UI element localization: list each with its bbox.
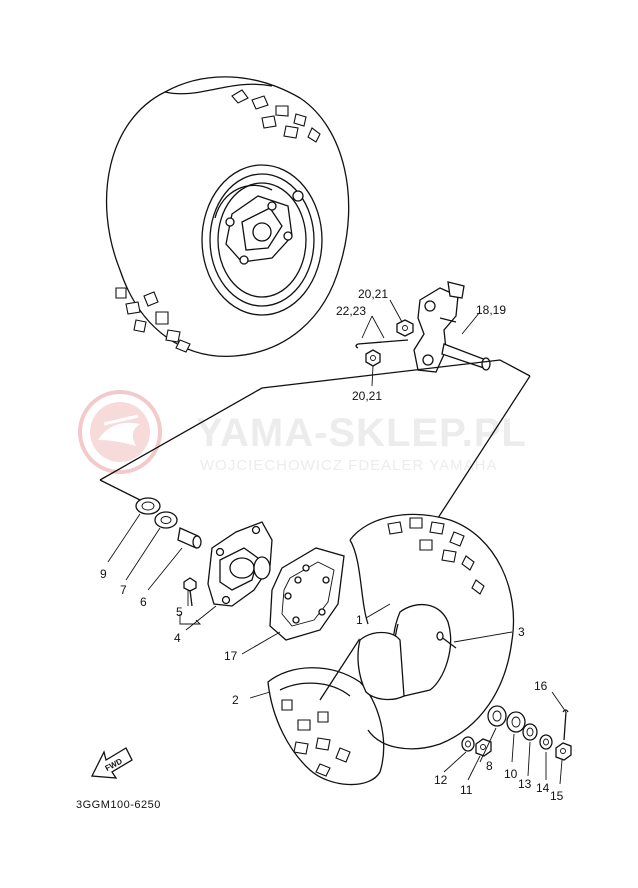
- bearing-8: [487, 705, 507, 727]
- callout-9: 9: [100, 567, 107, 581]
- bolt-5: [183, 577, 197, 607]
- callout-11: 11: [460, 783, 473, 797]
- washer-14: [539, 734, 553, 750]
- upper-tire: [105, 76, 350, 357]
- lower-tire: [267, 513, 515, 786]
- callout-12: 12: [434, 773, 448, 787]
- washer-12: [461, 736, 475, 752]
- diagram-code: 3GGM100-6250: [76, 799, 161, 811]
- callout-5: 5: [176, 605, 183, 619]
- nut-lower: [365, 349, 381, 367]
- callout-8: 8: [486, 759, 493, 773]
- callout-20-21-bottom: 20,21: [352, 389, 382, 403]
- seal-13: [522, 723, 538, 741]
- callout-17: 17: [224, 649, 238, 663]
- spacer-6: [177, 527, 202, 549]
- watermark-subtitle: WOJCIECHOWICZ FDEALER YAMAHA: [200, 457, 497, 474]
- brake-disc: [269, 547, 345, 641]
- callout-22-23: 22,23: [336, 304, 366, 318]
- steering-knuckle: [413, 281, 491, 373]
- bearing-7: [154, 511, 178, 529]
- bearing-10: [506, 711, 526, 733]
- callout-18-19: 18,19: [476, 303, 506, 317]
- callout-6: 6: [140, 595, 147, 609]
- leader-lines: [107, 513, 567, 785]
- nut-15: [555, 742, 572, 761]
- callout-1: 1: [356, 613, 363, 627]
- callout-16: 16: [534, 679, 548, 693]
- callout-15: 15: [550, 789, 564, 803]
- callout-2: 2: [232, 693, 239, 707]
- callout-13: 13: [518, 777, 532, 791]
- watermark-logo: [78, 390, 162, 474]
- wheel-hub: [207, 521, 273, 607]
- nut-upper: [396, 319, 414, 337]
- callout-3: 3: [518, 625, 525, 639]
- fwd-arrow-icon: FWD: [90, 747, 133, 779]
- bearing-9: [135, 497, 161, 515]
- callout-10: 10: [504, 767, 518, 781]
- cotter-pin: [355, 339, 409, 349]
- callout-4: 4: [174, 631, 181, 645]
- watermark-title: YAMA-SKLEP.PL: [196, 411, 527, 455]
- nut-11: [475, 738, 492, 757]
- callout-20-21-top: 20,21: [358, 287, 388, 301]
- cotter-pin-16: [562, 709, 569, 741]
- callout-7: 7: [120, 583, 127, 597]
- callout-14: 14: [536, 781, 550, 795]
